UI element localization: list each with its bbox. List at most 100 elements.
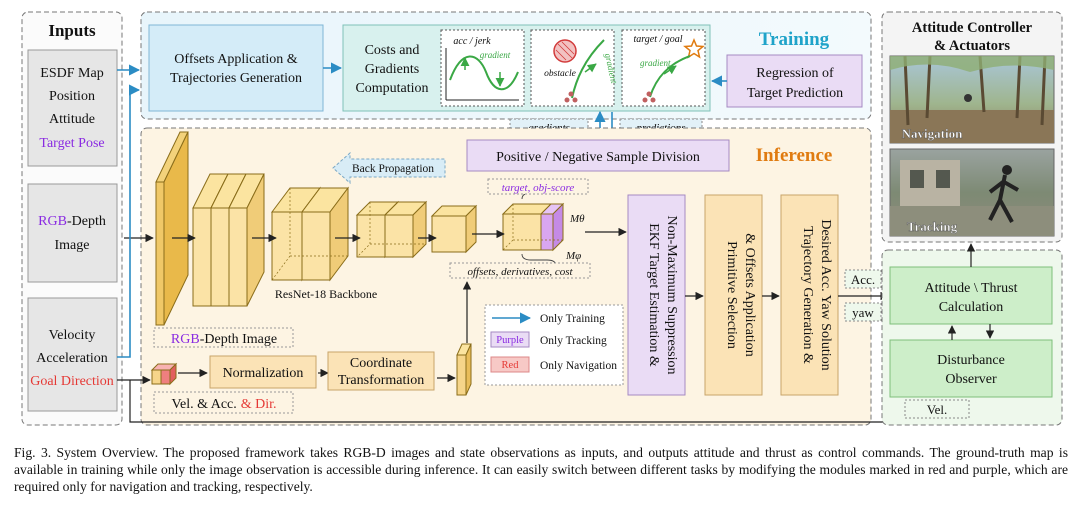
m-theta-label: Mθ (569, 213, 585, 225)
thrust-line1: Attitude \ Thrust (924, 281, 1017, 296)
input-rgbd-purple: RGB (38, 214, 67, 229)
conv-stage-3 (355, 200, 428, 259)
input-goal-direction: Goal Direction (30, 374, 114, 389)
rgbd-image-tag (153, 327, 294, 348)
legend-purple-tag: Purple (496, 335, 524, 346)
state-input-cube (150, 362, 178, 386)
legend: Only Training Purple Only Tracking Red O… (484, 304, 624, 386)
ekf-line1: EKF Target Estimation & (646, 223, 661, 367)
legend-tracking: Only Tracking (540, 335, 607, 347)
diagram-canvas: Inputs ESDF Map Position Attitude Target… (21, 11, 1063, 426)
target-goal-gradient: gradient (640, 58, 671, 68)
input-attitude: Attitude (49, 112, 95, 127)
offsets-generation-box (148, 24, 324, 112)
traj-line2: Desired Acc. Yaw Solution (818, 219, 833, 370)
resnet-backbone (150, 131, 565, 396)
vel-acc-text: Vel. & Acc. (171, 397, 236, 412)
yaw-tag-text: yaw (852, 305, 874, 320)
normalization-text: Normalization (223, 366, 304, 381)
primitive-selection-box (704, 194, 763, 396)
target-goal-plot: target / goal gradient (621, 29, 706, 107)
input-motion-box (27, 297, 118, 412)
m-phi-label: Mφ (565, 250, 581, 262)
input-rgbd-label: RGB-Depth (38, 214, 106, 229)
input-rgbd-box (27, 183, 118, 283)
thrust-calc-box (889, 266, 1053, 325)
acc-tag (844, 269, 882, 289)
input-velocity: Velocity (49, 328, 96, 343)
dist-line1: Disturbance (937, 353, 1005, 368)
acc-jerk-gradient: gradient (480, 50, 511, 60)
conv-stage-4 (430, 204, 478, 254)
target-goal-label: target / goal (633, 34, 682, 45)
offsets-line1: Offsets Application & (174, 52, 298, 67)
prim-line1: Primitive Selection (724, 241, 739, 349)
figure-caption: Fig. 3. System Overview. The proposed fr… (14, 445, 1068, 494)
navigation-photo-label: Navigation (902, 126, 963, 141)
output-head-block (501, 202, 565, 252)
costs-line1: Costs and (365, 43, 420, 58)
controller-title-line1: Attitude Controller (912, 20, 1033, 36)
controller-title-line2: & Actuators (934, 38, 1010, 54)
backbone-label: ResNet-18 Backbone (275, 287, 377, 301)
tracking-photo-label: Tracking (907, 219, 958, 234)
input-layer-slab (155, 131, 189, 326)
ekf-line2: Non-Maximum Suppression (664, 215, 679, 374)
input-target-pose: Target Pose (39, 136, 104, 151)
offsets-derivatives-tag (449, 262, 591, 279)
target-score-tag (487, 178, 589, 195)
obstacle-label: obstacle (544, 69, 576, 79)
regression-line1: Regression of (756, 66, 834, 81)
input-state-box (27, 49, 118, 167)
disturbance-observer-box (889, 339, 1053, 398)
goal-star-icon (683, 38, 705, 59)
navigation-photo: Navigation (889, 55, 1055, 144)
input-acceleration: Acceleration (36, 351, 108, 366)
target-score-text: target, obj-score (502, 182, 575, 194)
regression-line2: Target Prediction (747, 86, 843, 101)
input-position: Position (49, 89, 95, 104)
dir-red-text: & Dir. (241, 397, 277, 412)
coordinate-transform-box (327, 351, 435, 391)
rgbd-image-label: RGB-Depth Image (171, 332, 277, 347)
output-purple-slice (540, 213, 554, 251)
tracking-photo: Tracking (889, 148, 1055, 237)
acc-jerk-plot: acc / jerk gradient (440, 29, 525, 107)
legend-training: Only Training (540, 313, 605, 325)
costs-line3: Computation (355, 81, 428, 96)
normalization-box (209, 355, 317, 389)
dist-line2: Observer (945, 372, 997, 387)
vel-tag-text: Vel. (927, 402, 948, 417)
traj-line1: Trajectory Generation & (800, 226, 815, 364)
vel-acc-dir-tag (153, 391, 294, 414)
inputs-title: Inputs (48, 21, 96, 40)
conv-stage-1 (192, 173, 265, 307)
back-propagation-arrow: Back Propagation (332, 151, 446, 185)
legend-red-tag: Red (502, 360, 520, 371)
offsets-line2: Trajectories Generation (170, 71, 302, 86)
legend-navigation: Only Navigation (540, 360, 617, 372)
input-rgbd-rest: -Depth (67, 214, 106, 229)
rgbd-image-rest: -Depth Image (200, 332, 277, 347)
inference-title: Inference (756, 145, 833, 166)
normalized-state-block (456, 343, 472, 396)
vel-tag (904, 399, 970, 419)
offsets-derivatives-text: offsets, derivatives, cost (467, 266, 573, 278)
acc-jerk-label: acc / jerk (453, 36, 491, 47)
thrust-line2: Calculation (939, 300, 1004, 315)
trajectory-generation-box (780, 194, 839, 396)
vel-acc-dir-label: Vel. & Acc. & Dir. (171, 397, 276, 412)
acc-tag-text: Acc. (851, 272, 875, 287)
training-title: Training (759, 29, 830, 50)
input-image: Image (55, 238, 90, 253)
coord-line1: Coordinate (350, 356, 412, 371)
coord-line2: Transformation (338, 373, 425, 388)
obstacle-plot: obstacle gradient (530, 29, 619, 107)
prim-line2: & Offsets Application (742, 233, 757, 356)
back-propagation-text: Back Propagation (352, 163, 434, 175)
yaw-tag (844, 302, 882, 322)
pos-neg-division-text: Positive / Negative Sample Division (496, 150, 700, 165)
pos-neg-division-box (466, 139, 730, 172)
conv-stage-2 (271, 186, 349, 282)
